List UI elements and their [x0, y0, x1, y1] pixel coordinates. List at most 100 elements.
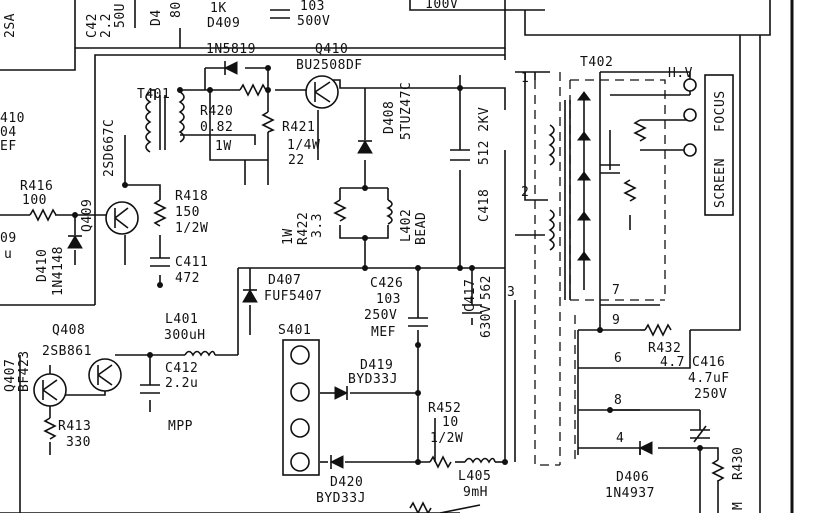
label-90: C416: [692, 355, 725, 370]
inductor-l401: [184, 350, 216, 357]
label-78: 330: [66, 435, 91, 450]
label-20: 1W: [215, 139, 232, 154]
label-67: L401: [165, 312, 198, 327]
label-51: FUF5407: [264, 289, 322, 304]
label-50: D407: [268, 273, 301, 288]
label-91: 4.7uF: [688, 371, 730, 386]
label-62: 7: [612, 283, 620, 298]
terminal-screen: [683, 108, 697, 122]
t402-coil-a: [548, 124, 555, 166]
label-71: 2SB861: [42, 344, 92, 359]
label-22: 22: [288, 153, 305, 168]
label-95: R430: [731, 447, 746, 480]
t402-coil-b: [548, 209, 555, 251]
resistor-r416: [29, 208, 57, 222]
label-73: BF423: [17, 350, 32, 392]
label-81: R452: [428, 401, 461, 416]
resistor-r418: [153, 199, 167, 227]
capacitor-c418: [450, 149, 470, 161]
terminal-hv: [683, 78, 697, 92]
label-26: 410: [0, 111, 25, 126]
label-60: 2: [521, 185, 529, 200]
diode-d420: [329, 455, 344, 469]
label-0: 2SA: [3, 13, 18, 38]
label-66: 4: [616, 431, 624, 446]
screen-focus-box: [704, 74, 734, 216]
label-47: 1N4148: [51, 246, 66, 296]
label-19: R421: [282, 120, 315, 135]
label-36: 1W: [281, 228, 296, 245]
label-54: 250V: [364, 308, 397, 323]
label-18: 0.82: [200, 120, 233, 135]
label-87: BYD33J: [316, 491, 366, 506]
label-39: L402: [399, 209, 414, 242]
label-17: R420: [200, 104, 233, 119]
transistor-q410: [305, 75, 339, 109]
label-70: Q408: [52, 323, 85, 338]
label-64: 6: [614, 351, 622, 366]
label-2: 2.2: [99, 13, 114, 38]
label-72: Q407: [3, 359, 18, 392]
label-9: 500V: [297, 14, 330, 29]
label-30: R416: [20, 179, 53, 194]
transistor-q408: [88, 358, 122, 392]
label-4: D4: [149, 9, 164, 26]
label-53: 103: [376, 292, 401, 307]
label-75: 2.2u: [165, 376, 198, 391]
resistor-r421: [261, 111, 275, 133]
label-74: C412: [165, 361, 198, 376]
label-5: 80: [169, 1, 184, 18]
label-27: 04: [0, 125, 17, 140]
label-82: 10: [442, 415, 459, 430]
resistor-r413: [43, 417, 57, 440]
capacitor-c426: [408, 317, 428, 327]
label-11: 1N5819: [206, 42, 256, 57]
resistor-r452: [429, 455, 452, 469]
label-77: R413: [58, 419, 91, 434]
resistor-r430: [711, 459, 725, 482]
label-76: MPP: [168, 419, 193, 434]
label-61: 3: [507, 285, 515, 300]
transistor-q409: [105, 201, 139, 235]
label-1: C42: [85, 13, 100, 38]
label-45: u: [4, 247, 12, 262]
inductor-l402: [386, 199, 393, 225]
label-88: R432: [648, 341, 681, 356]
capacitor-c412: [140, 384, 160, 394]
label-29: 2SD667C: [102, 119, 117, 177]
resistor-r422: [333, 199, 347, 222]
label-94: 1N4937: [605, 486, 655, 501]
label-12: Q410: [315, 42, 348, 57]
label-25: 512 2KV: [477, 107, 492, 165]
resistor-r420: [239, 83, 267, 97]
diode-d419: [334, 386, 349, 400]
diode-d406: [638, 441, 653, 455]
label-58: 562: [479, 275, 494, 300]
inductor-l405: [464, 457, 496, 464]
label-28: EF: [0, 139, 17, 154]
label-42: SCREEN: [713, 158, 728, 208]
label-79: D419: [360, 358, 393, 373]
label-40: BEAD: [414, 212, 429, 245]
label-92: 250V: [694, 387, 727, 402]
label-46: D410: [35, 249, 50, 282]
t401-primary-coil: [145, 91, 152, 153]
transistor-q407: [33, 373, 67, 407]
label-56: C417: [463, 279, 478, 312]
component-labels: 2SA C42 2.2 50U D4 80 1K D409 103 500V 1…: [0, 0, 746, 510]
label-24: 5TUZ47C: [399, 82, 414, 140]
t401-secondary-coil: [178, 91, 185, 143]
label-37: R422: [296, 212, 311, 245]
terminal-focus: [683, 143, 697, 157]
label-57: 630V: [479, 305, 494, 338]
label-83: 1/2W: [430, 431, 463, 446]
label-68: 300uH: [164, 328, 206, 343]
label-21: 1/4W: [287, 138, 320, 153]
label-65: 8: [614, 393, 622, 408]
label-33: R418: [175, 189, 208, 204]
label-16: T401: [137, 87, 170, 102]
diode-stack-t402: [577, 91, 591, 290]
label-69: S401: [278, 323, 311, 338]
label-49: 472: [175, 271, 200, 286]
